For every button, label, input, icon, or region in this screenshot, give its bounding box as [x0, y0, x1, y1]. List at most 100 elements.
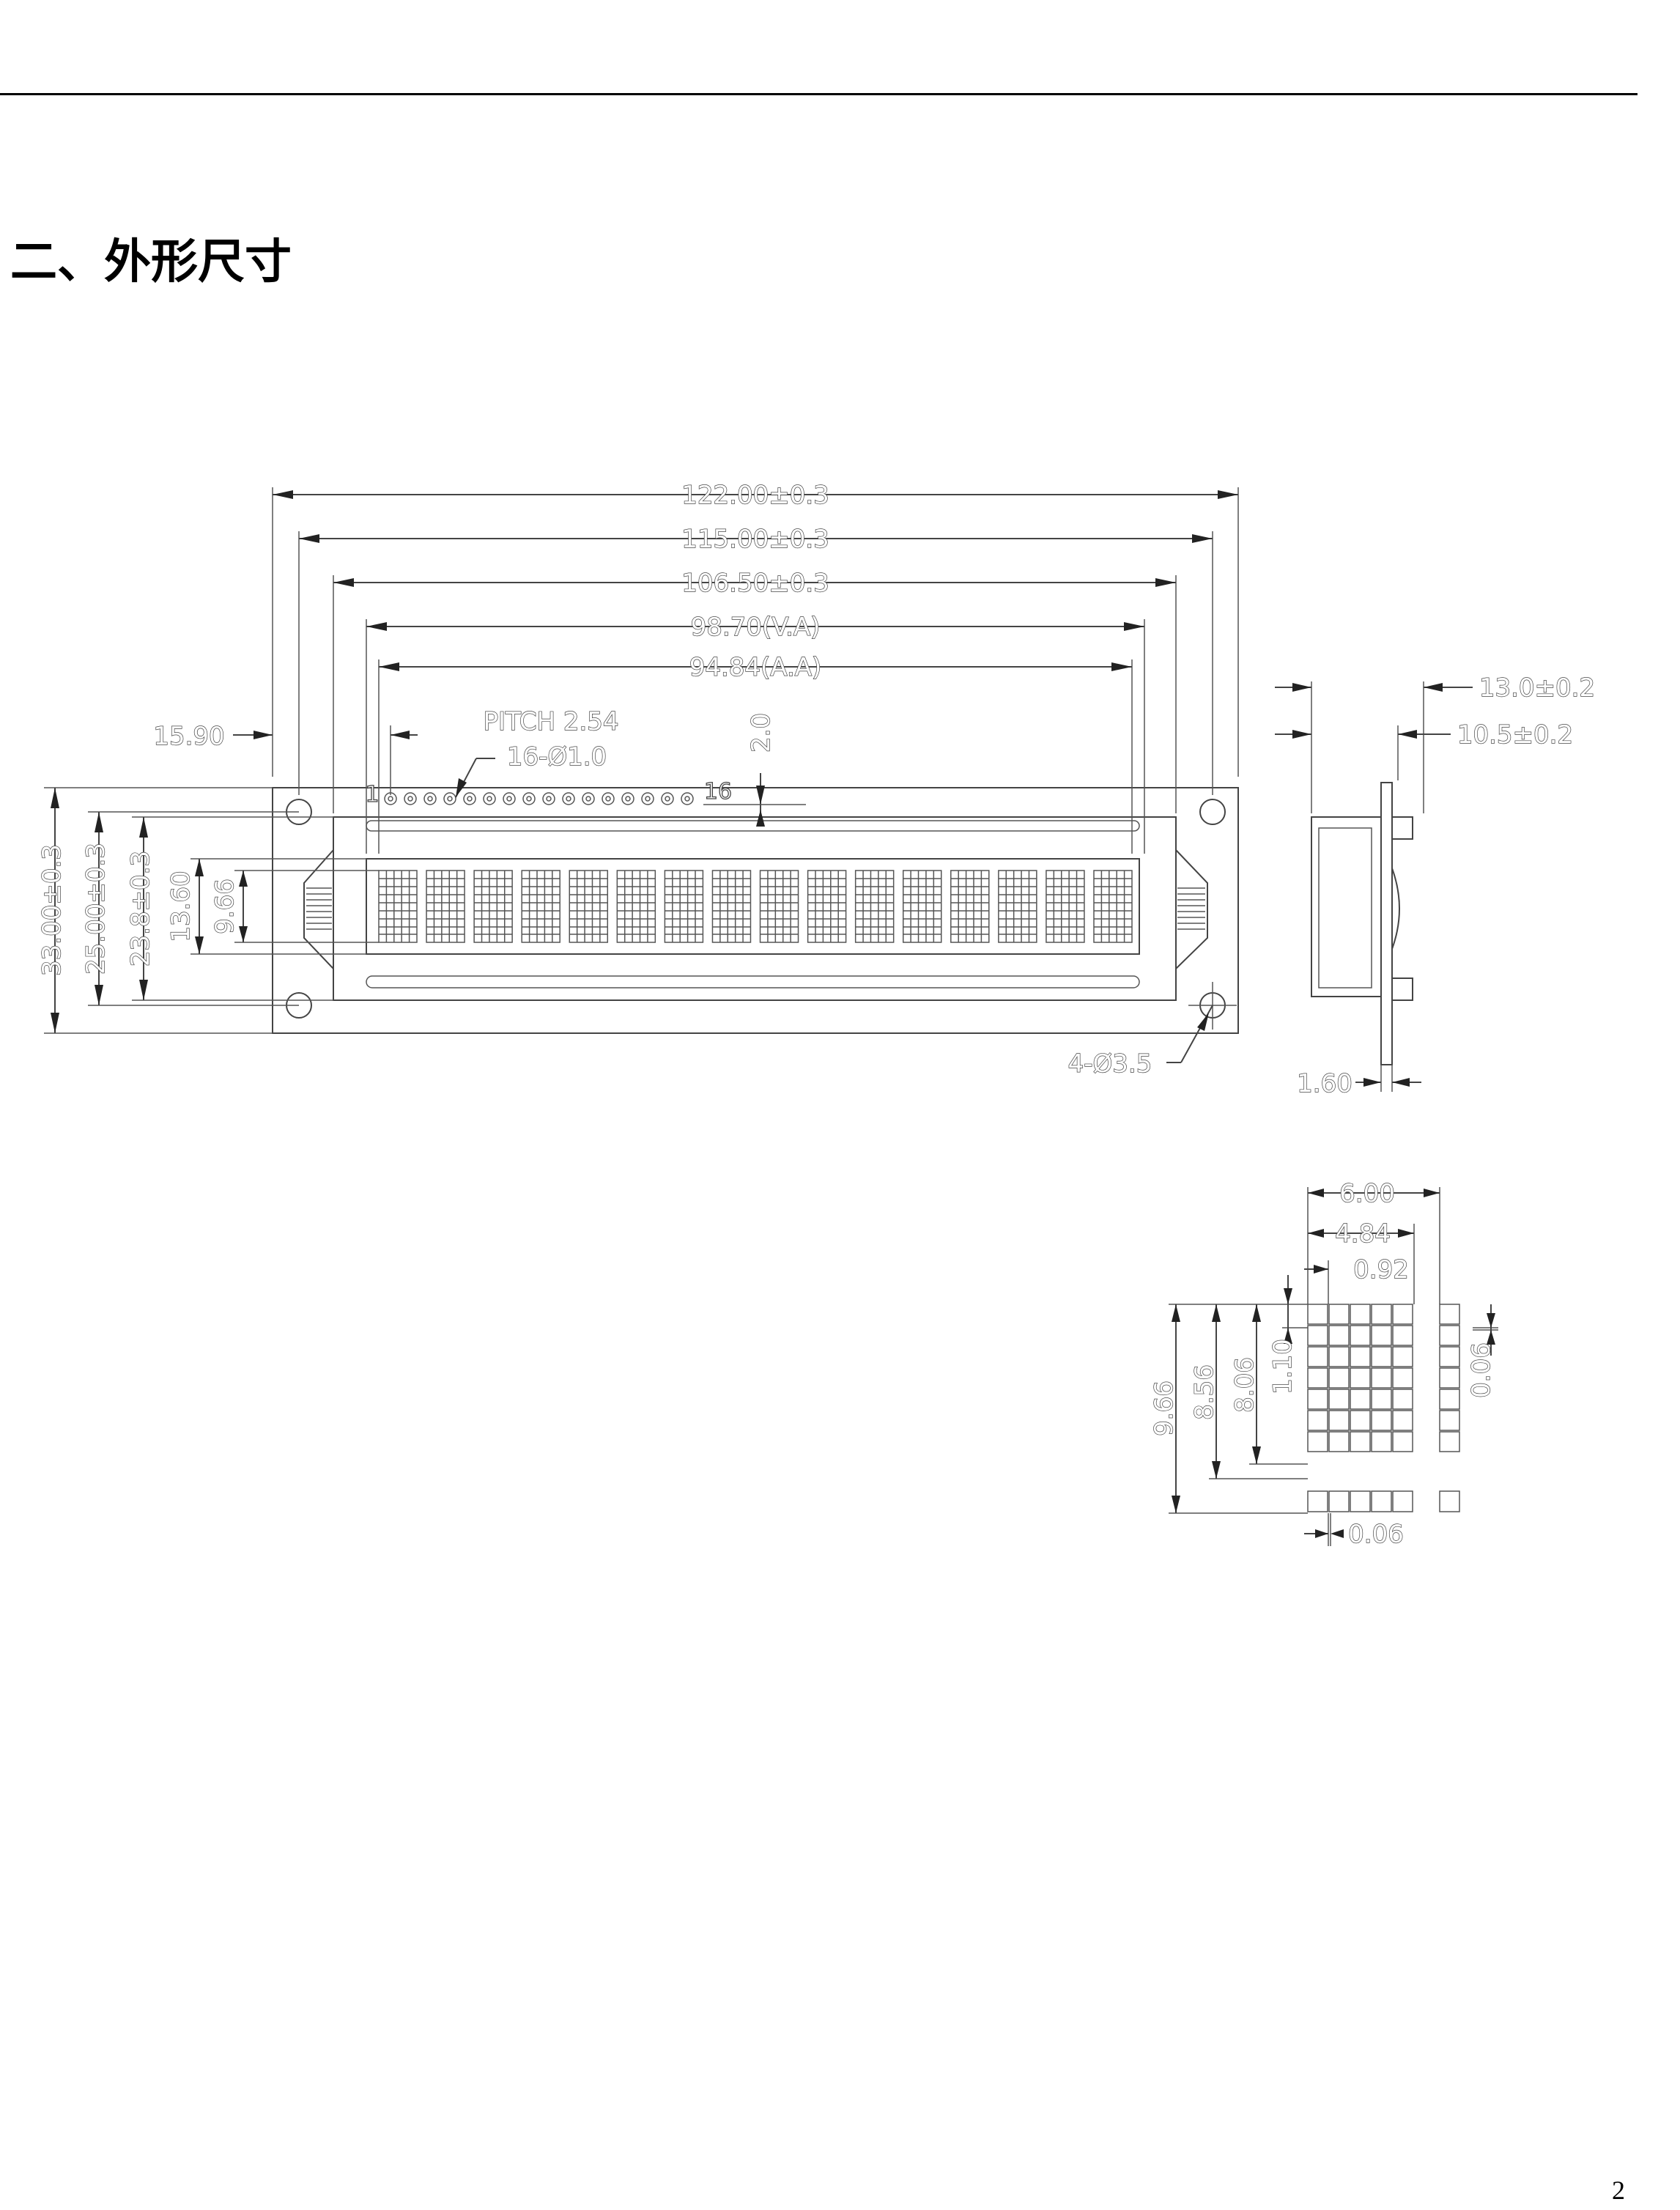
- character-cell-outline: [616, 870, 656, 943]
- dim-dot-height: 1.10: [1268, 1339, 1298, 1394]
- detail-dot: [1350, 1431, 1371, 1452]
- detail-dot: [1392, 1389, 1413, 1410]
- pin-hole: [463, 792, 476, 805]
- pin-hole: [404, 792, 417, 805]
- char-detail-cursor-row: [1307, 1490, 1413, 1512]
- pin-hole-center: [526, 796, 532, 802]
- dim-dot-gap-horizontal: 0.06: [1348, 1520, 1404, 1549]
- bezel-bottom-slot: [366, 975, 1140, 988]
- pin-hole-center: [645, 796, 651, 802]
- character-cell: [569, 870, 609, 943]
- detail-dot: [1371, 1431, 1392, 1452]
- detail-dot: [1392, 1346, 1413, 1367]
- pin-hole-center: [566, 796, 571, 802]
- pin-hole: [681, 792, 694, 805]
- detail-dot: [1350, 1367, 1371, 1389]
- pin-hole: [661, 792, 674, 805]
- detail-dot: [1328, 1367, 1350, 1389]
- dim-bezel-height: 23.8±0.3: [126, 851, 155, 967]
- pin-hole-center: [447, 796, 453, 802]
- detail-dot: [1328, 1389, 1350, 1410]
- character-cell-outline: [902, 870, 942, 943]
- pin-hole: [522, 792, 536, 805]
- detail-next-dot: [1439, 1389, 1460, 1410]
- front-horizontal-dimensions: 122.00±0.3 115.00±0.3 106.50±0.3 98.70(V…: [153, 480, 1239, 854]
- detail-dot: [1371, 1346, 1392, 1367]
- dim-active-area-height: 9.66: [210, 879, 240, 934]
- left-side-connector: [303, 848, 334, 971]
- dim-pin-row-offset: 2.0: [747, 713, 776, 753]
- detail-dot: [1307, 1367, 1328, 1389]
- character-cell-outline: [426, 870, 465, 943]
- detail-dot: [1328, 1304, 1350, 1325]
- character-cell: [854, 870, 895, 943]
- detail-dot: [1307, 1304, 1328, 1325]
- pin-hole: [423, 792, 437, 805]
- pin-first-label: 1: [365, 782, 379, 808]
- detail-dot: [1371, 1304, 1392, 1325]
- detail-cursor-dot: [1350, 1490, 1371, 1512]
- detail-dot: [1350, 1389, 1371, 1410]
- detail-dot: [1350, 1410, 1371, 1431]
- dim-viewing-area-width: 98.70(V.A): [691, 613, 821, 642]
- detail-dot: [1307, 1431, 1328, 1452]
- dim-char-height-pitch: 9.66: [1150, 1381, 1179, 1436]
- dim-dot-gap-vertical: 0.06: [1467, 1342, 1496, 1398]
- bezel-outline: [333, 816, 1177, 1001]
- pin-hole-center: [605, 796, 611, 802]
- character-cell-outline: [1046, 870, 1085, 943]
- detail-cursor-dot: [1371, 1490, 1392, 1512]
- character-cell: [1046, 870, 1085, 943]
- pin-hole-center: [625, 796, 631, 802]
- detail-cursor-dot: [1328, 1490, 1350, 1512]
- detail-dot: [1307, 1325, 1328, 1346]
- character-cell: [902, 870, 942, 943]
- character-cell-outline: [854, 870, 895, 943]
- character-cell-outline: [569, 870, 609, 943]
- side-view: 13.0±0.2 10.5±0.2 1.60: [1275, 673, 1596, 1099]
- pin-hole: [621, 792, 634, 805]
- dim-char-width: 4.84: [1335, 1219, 1391, 1249]
- pin-hole: [562, 792, 575, 805]
- character-cell-outline: [807, 870, 847, 943]
- dim-hole-pitch-height: 25.00±0.3: [81, 843, 111, 975]
- pin-hole: [641, 792, 654, 805]
- character-cell: [521, 870, 560, 943]
- pin-hole-center: [665, 796, 670, 802]
- pin-hole-center: [388, 796, 393, 802]
- side-bezel-inner: [1318, 827, 1372, 988]
- detail-next-dot: [1439, 1304, 1460, 1325]
- page-number: 2: [1612, 2176, 1625, 2205]
- dim-active-area-width: 94.84(A.A): [689, 653, 822, 682]
- pin-hole: [483, 792, 496, 805]
- dim-viewing-area-height: 13.60: [166, 871, 196, 942]
- front-view: [272, 787, 1239, 1034]
- bezel-top-slot: [366, 820, 1140, 832]
- dim-char-height: 8.06: [1230, 1357, 1259, 1413]
- dim-overall-height: 33.00±0.3: [37, 844, 67, 976]
- detail-dot: [1328, 1325, 1350, 1346]
- detail-dot: [1307, 1346, 1328, 1367]
- dim-bezel-width: 106.50±0.3: [681, 569, 829, 598]
- detail-dot: [1350, 1304, 1371, 1325]
- dim-char-pitch: 6.00: [1339, 1179, 1395, 1208]
- viewing-area-outline: [366, 858, 1140, 955]
- pin-hole: [602, 792, 615, 805]
- detail-dot: [1392, 1410, 1413, 1431]
- character-cell-outline: [521, 870, 560, 943]
- character-cell-outline: [711, 870, 752, 943]
- detail-cursor-dot: [1307, 1490, 1328, 1512]
- side-tab-top: [1391, 816, 1413, 840]
- character-cell: [950, 870, 990, 943]
- detail-dot: [1307, 1389, 1328, 1410]
- detail-dot: [1392, 1431, 1413, 1452]
- side-bezel-body: [1311, 816, 1382, 997]
- character-row: [378, 870, 1133, 943]
- character-cell: [664, 870, 704, 943]
- char-detail-matrix: [1307, 1304, 1413, 1452]
- pin-hole: [582, 792, 595, 805]
- dim-dot-width: 0.92: [1353, 1255, 1409, 1285]
- connector-hatch: [306, 887, 1205, 930]
- detail-dot: [1392, 1367, 1413, 1389]
